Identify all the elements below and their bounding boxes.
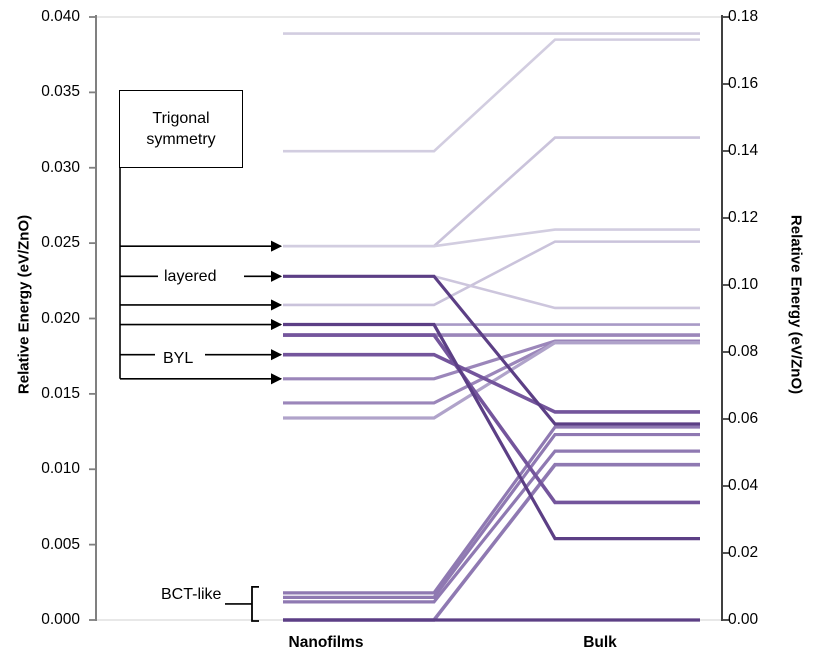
category-label-nanofilms: Nanofilms xyxy=(288,634,364,651)
left-axis-title: Relative Energy (eV/ZnO) xyxy=(15,214,33,395)
left-tick-label-0.030: 0.030 xyxy=(41,158,80,176)
series-line-s14 xyxy=(283,425,700,595)
right-tick-label-0.02: 0.02 xyxy=(728,544,759,561)
left-tick-label-0.035: 0.035 xyxy=(41,83,80,101)
right-tick-label-0.00: 0.00 xyxy=(728,611,759,628)
right-tick-label-0.04: 0.04 xyxy=(728,477,759,494)
series-line-s10 xyxy=(283,341,700,405)
series-line-s05 xyxy=(283,240,700,307)
series-line-s06 xyxy=(283,274,700,310)
left-tick-label-0.025: 0.025 xyxy=(41,234,80,252)
left-tick-label-0.010: 0.010 xyxy=(41,460,80,478)
category-label-bulk: Bulk xyxy=(583,634,617,651)
series-line-s16 xyxy=(283,449,700,604)
right-tick-label-0.10: 0.10 xyxy=(728,276,759,293)
trigonal-symmetry-annotation-box: Trigonal symmetry xyxy=(119,90,243,168)
series-line-s02 xyxy=(283,38,700,153)
left-tick-label-0.040: 0.040 xyxy=(41,8,80,25)
left-tick-label-0.015: 0.015 xyxy=(41,384,80,402)
left-tick-label-0.020: 0.020 xyxy=(41,309,80,327)
series-line-s04 xyxy=(283,228,700,248)
right-tick-label-0.06: 0.06 xyxy=(728,410,759,427)
series-line-s15 xyxy=(283,432,700,599)
series-line-s12 xyxy=(283,352,700,414)
series-line-s18 xyxy=(283,333,700,505)
right-tick-label-0.14: 0.14 xyxy=(728,142,759,159)
layered-annotation-label: layered xyxy=(161,268,220,286)
byl-annotation-label: BYL xyxy=(160,350,197,368)
series-line-s11 xyxy=(283,341,700,420)
right-axis-title: Relative Energy (eV/ZnO) xyxy=(787,214,805,395)
right-tick-label-0.16: 0.16 xyxy=(728,75,759,92)
right-tick-label-0.12: 0.12 xyxy=(728,209,759,226)
right-tick-label-0.18: 0.18 xyxy=(728,8,759,25)
series-line-s13 xyxy=(283,274,700,426)
right-tick-label-0.08: 0.08 xyxy=(728,343,759,360)
bct-bracket xyxy=(251,585,259,622)
left-tick-label-0.005: 0.005 xyxy=(41,535,80,553)
bct-like-annotation-label: BCT-like xyxy=(158,586,225,604)
series-line-s19 xyxy=(283,322,700,541)
left-tick-label-0.000: 0.000 xyxy=(41,611,80,628)
